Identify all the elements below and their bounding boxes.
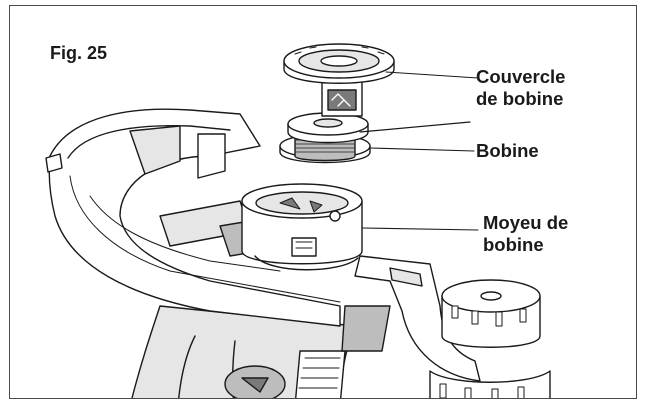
figure-title: Fig. 25 xyxy=(50,43,108,63)
label-spool-hub-line-2: bobine xyxy=(483,234,544,255)
leader-line-spool xyxy=(369,147,475,152)
edger-wheel xyxy=(354,255,551,398)
label-spool-hub: Moyeu de bobine xyxy=(483,212,568,256)
figure-frame: Fig. 25 Couvercle de bobine Bobine Moyeu… xyxy=(9,5,637,399)
leader-line-spool-cover xyxy=(385,71,479,79)
trimmer-head-exploded-view xyxy=(45,43,551,398)
leader-lines xyxy=(361,71,479,231)
label-spool-cover-line-2: de bobine xyxy=(476,88,564,109)
trimmer-shaft xyxy=(131,305,391,398)
spool-hub xyxy=(241,183,363,271)
label-spool-hub-line-1: Moyeu de xyxy=(483,212,569,233)
spool xyxy=(279,112,471,164)
label-spool-cover-line-1: Couvercle xyxy=(476,66,566,87)
label-spool: Bobine xyxy=(476,140,539,161)
leader-line-spool-hub xyxy=(361,227,479,231)
spool-cover xyxy=(283,43,395,117)
trimmer-guard xyxy=(45,108,341,327)
label-spool-cover: Couvercle de bobine xyxy=(476,66,565,110)
